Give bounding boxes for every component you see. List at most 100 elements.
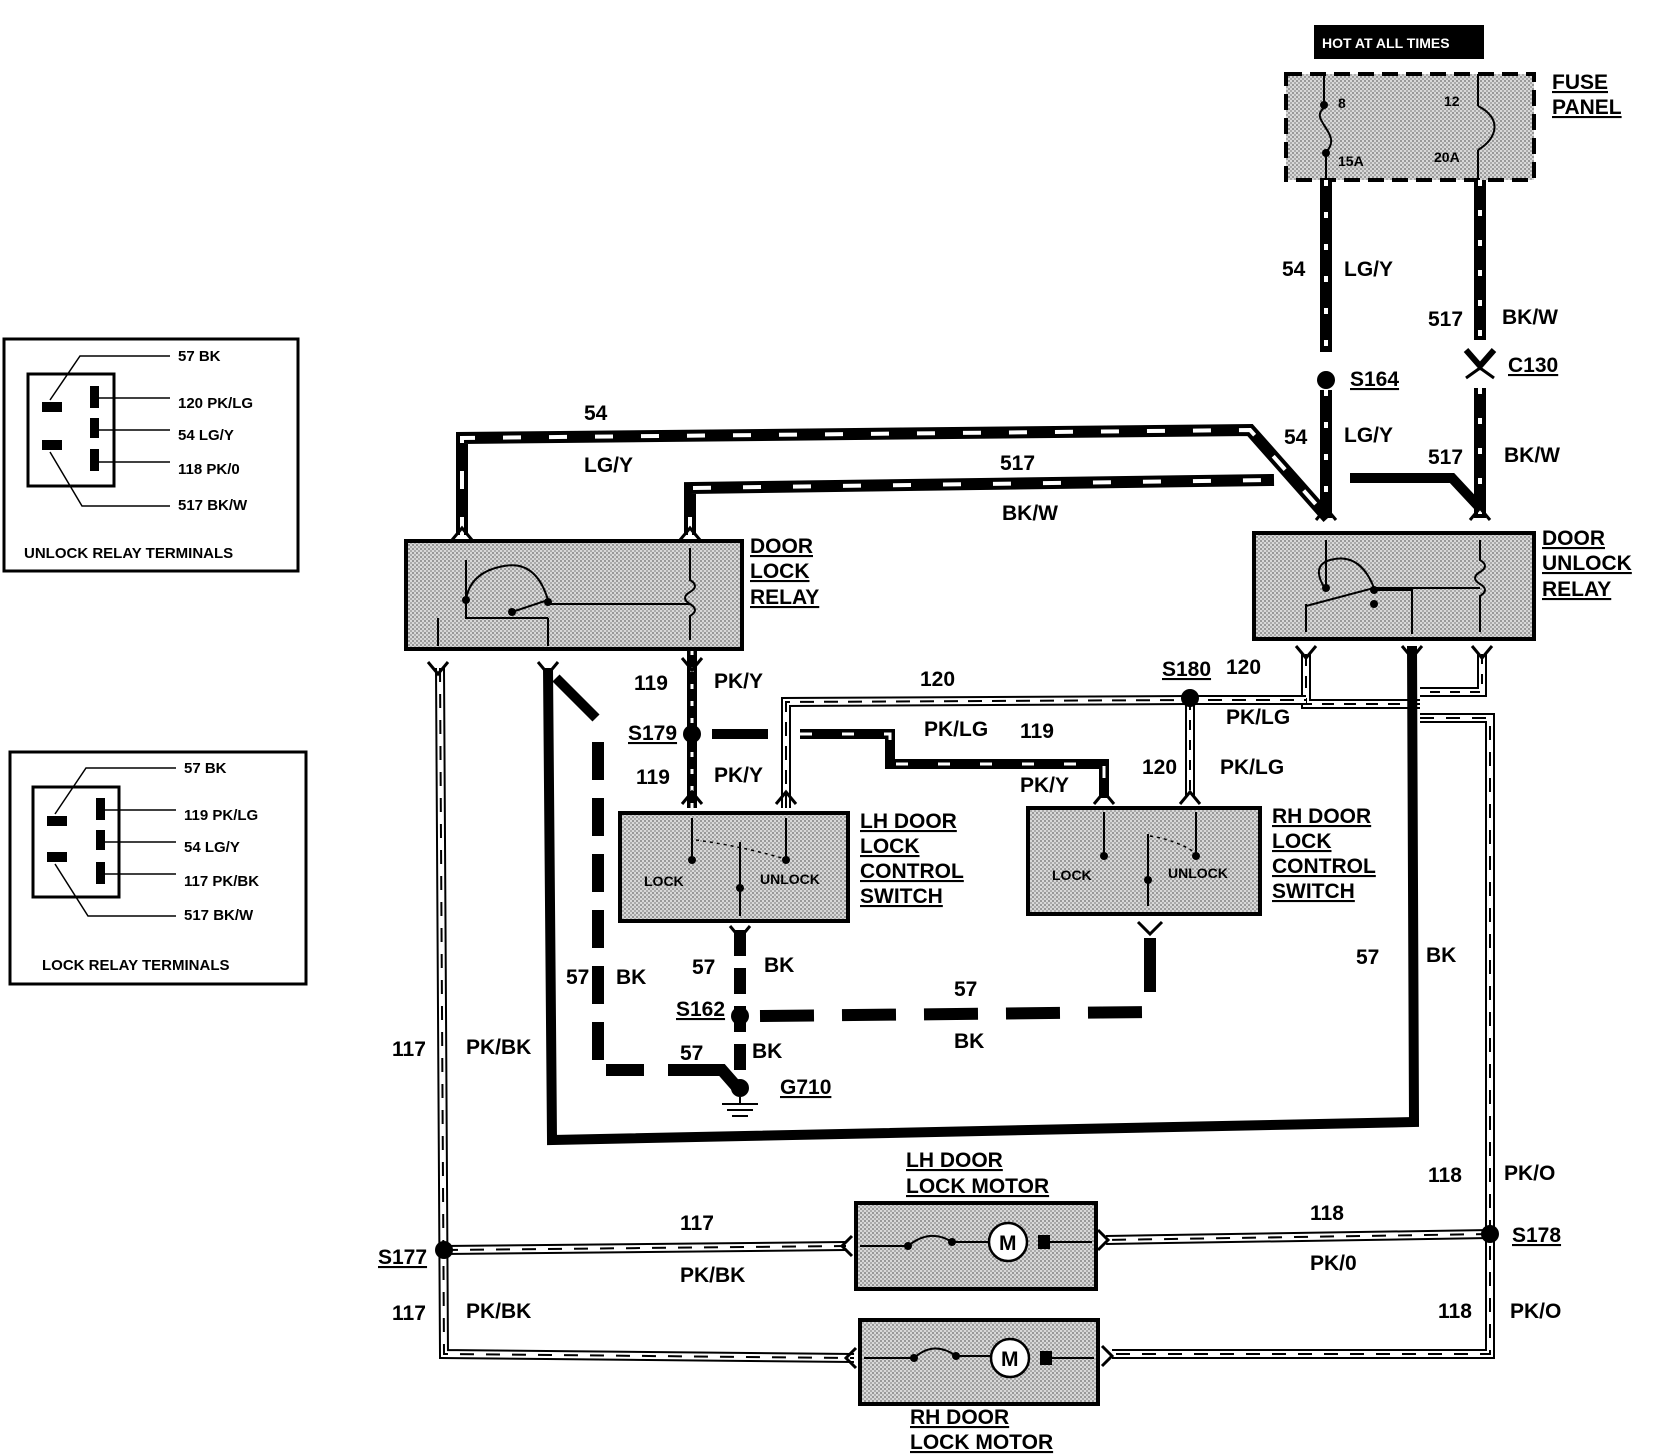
wire-118-num-c: 118 [1438, 1300, 1472, 1323]
lh-door-lock-motor: M LH DOOR LOCK MOTOR [854, 1149, 1098, 1291]
fuse-20a-label: 20A [1434, 149, 1460, 165]
lh-motor-symbol: M [999, 1232, 1017, 1255]
c130-label: C130 [1508, 354, 1558, 377]
wire-54-num-top: 54 [1282, 258, 1306, 281]
unlock-pin-54: 54 LG/Y [178, 427, 234, 444]
rh-door-lock-motor: M RH DOOR LOCK MOTOR [858, 1318, 1100, 1454]
ground-icon [722, 1097, 758, 1117]
wire-120-color-down: PK/LG [1220, 756, 1284, 779]
s179-dot [683, 725, 701, 743]
rh-motor-title-2: LOCK MOTOR [910, 1431, 1053, 1454]
door-lock-relay-title-3: RELAY [750, 586, 819, 609]
wire-118-color-a: PK/O [1504, 1162, 1555, 1185]
rh-switch-title-4: SWITCH [1272, 880, 1355, 903]
lock-pin-517: 517 BK/W [184, 907, 254, 924]
s178-label: S178 [1512, 1224, 1561, 1247]
wire-120-num-s180: 120 [1226, 656, 1261, 679]
wire-54-color-long: LG/Y [584, 454, 633, 477]
wire-57-color-right: BK [1426, 944, 1456, 967]
wire-120-color-a: PK/LG [924, 718, 988, 741]
hot-at-all-times-label: HOT AT ALL TIMES [1322, 35, 1450, 51]
door-unlock-relay-title-3: RELAY [1542, 578, 1611, 601]
lh-motor-title-2: LOCK MOTOR [906, 1175, 1049, 1198]
s178-dot [1481, 1225, 1499, 1243]
lh-motor-title-1: LH DOOR [906, 1149, 1003, 1172]
wire-117-num-a: 117 [392, 1038, 426, 1061]
wire-57-num-a: 57 [692, 956, 715, 979]
wire-54-color-right: LG/Y [1344, 424, 1393, 447]
wire-117-color-a: PK/BK [466, 1036, 531, 1059]
door-unlock-relay: DOOR UNLOCK RELAY [1252, 527, 1632, 641]
lock-pin-54: 54 LG/Y [184, 839, 240, 856]
wire-57-num-right: 57 [1356, 946, 1379, 969]
lh-switch-title-3: CONTROL [860, 860, 964, 883]
s177-dot [435, 1241, 453, 1259]
wire-117-num-c: 117 [392, 1302, 426, 1325]
wire-57-dashed [592, 742, 1156, 1090]
unlock-pin-57: 57 BK [178, 348, 221, 365]
wire-120-num-top: 120 [920, 668, 955, 691]
lh-switch-title-4: SWITCH [860, 885, 943, 908]
c130-connector-icon [1463, 348, 1497, 371]
wire-119-color-mid: PK/Y [1020, 774, 1069, 797]
wire-57-color-c: BK [752, 1040, 782, 1063]
lh-switch-lock-label: LOCK [644, 873, 684, 889]
wire-119-num-a: 119 [634, 672, 668, 695]
unlock-pin-517: 517 BK/W [178, 497, 248, 514]
wire-54-color-top: LG/Y [1344, 258, 1393, 281]
wire-54-top [456, 423, 1333, 535]
wire-517-num-top: 517 [1428, 308, 1463, 331]
wire-517-color-right: BK/W [1504, 444, 1560, 467]
wire-57-num-left: 57 [566, 966, 589, 989]
wire-517-color-top: BK/W [1502, 306, 1558, 329]
wire-117-num-b: 117 [680, 1212, 714, 1235]
wire-57-color-left: BK [616, 966, 646, 989]
door-lock-relay: DOOR LOCK RELAY [404, 535, 819, 651]
wire-57-num-c: 57 [680, 1042, 703, 1065]
wire-57-color-b: BK [954, 1030, 984, 1053]
s162-label: S162 [676, 998, 725, 1021]
wire-117-left [435, 667, 855, 1363]
lock-pin-117: 117 PK/BK [184, 873, 259, 890]
fuse-panel-title-1: FUSE [1552, 71, 1608, 94]
rh-switch-title-1: RH DOOR [1272, 805, 1371, 828]
lock-terminals-title: LOCK RELAY TERMINALS [42, 957, 230, 974]
terminal-chevrons [426, 505, 1494, 1370]
s179-label: S179 [628, 722, 677, 745]
wire-118-right [1105, 654, 1495, 1359]
door-lock-relay-title-2: LOCK [750, 560, 810, 583]
wire-118-num-b: 118 [1310, 1202, 1344, 1225]
wire-118-num-a: 118 [1428, 1164, 1462, 1187]
wire-117-color-c: PK/BK [466, 1300, 531, 1323]
rh-switch-lock-label: LOCK [1052, 867, 1092, 883]
s180-label: S180 [1162, 658, 1211, 681]
wire-labels: 54 LG/Y 517 BK/W 54 LG/Y 517 BK/W 54 LG/… [392, 258, 1561, 1325]
fuse-12-label: 12 [1444, 93, 1460, 109]
lock-relay-terminals-box: 57 BK 119 PK/LG 54 LG/Y 117 PK/BK 517 BK… [8, 750, 308, 986]
unlock-pin-118: 118 PK/0 [178, 461, 240, 478]
unlock-pin-120: 120 PK/LG [178, 395, 253, 412]
wire-119-branch [712, 729, 1109, 798]
splices: S164 C130 S180 S179 S162 G710 S177 S178 [378, 348, 1561, 1269]
wire-57-color-a: BK [764, 954, 794, 977]
door-unlock-relay-title-1: DOOR [1542, 527, 1605, 550]
g710-dot [731, 1079, 749, 1097]
s177-label: S177 [378, 1246, 427, 1269]
fuse-8-label: 8 [1338, 95, 1346, 111]
door-lock-relay-title-1: DOOR [750, 535, 813, 558]
wire-517-fuse [1350, 180, 1486, 518]
wire-54-num-right: 54 [1284, 426, 1308, 449]
lh-switch-title-2: LOCK [860, 835, 920, 858]
wire-120-num-down: 120 [1142, 756, 1177, 779]
s164-label: S164 [1350, 368, 1399, 391]
wire-118-color-b: PK/0 [1310, 1252, 1357, 1275]
wire-119-color-b: PK/Y [714, 764, 763, 787]
unlock-relay-terminals-box: 57 BK 120 PK/LG 54 LG/Y 118 PK/0 517 BK/… [2, 337, 300, 573]
rh-motor-symbol: M [1001, 1348, 1019, 1371]
wire-120-pklg [781, 654, 1420, 808]
wire-517-num-right: 517 [1428, 446, 1463, 469]
wire-119-num-mid: 119 [1020, 720, 1054, 743]
rh-switch-unlock-label: UNLOCK [1168, 865, 1228, 881]
lock-pin-57: 57 BK [184, 760, 227, 777]
lh-switch-unlock-label: UNLOCK [760, 871, 820, 887]
